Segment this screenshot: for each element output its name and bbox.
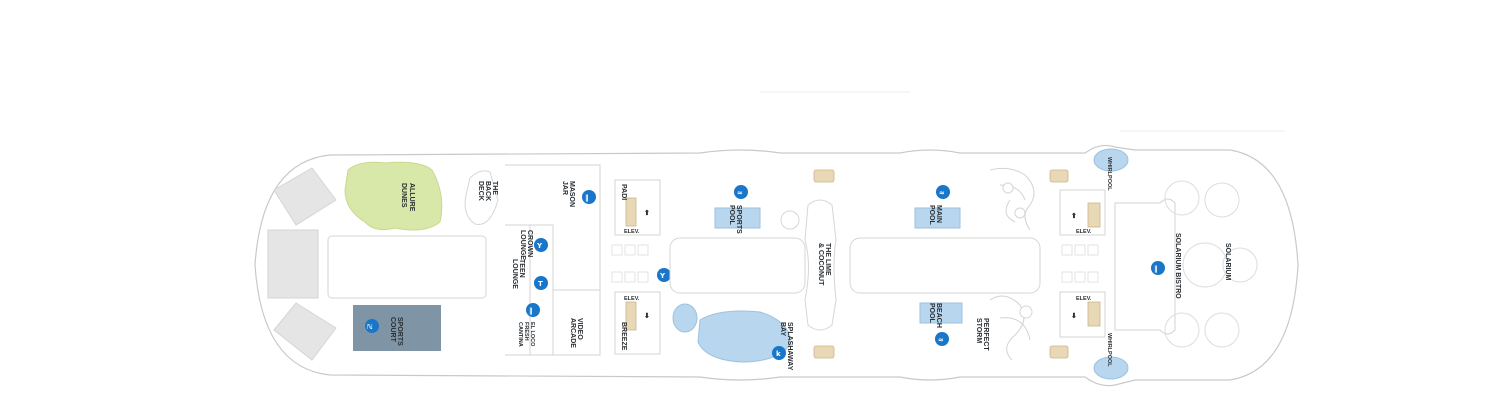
lounger: [813, 169, 835, 183]
breeze-label: BREEZE: [620, 322, 627, 351]
elev-label-aft-top: ELEV.: [624, 229, 640, 235]
kids-pool-small: [672, 303, 698, 333]
splashaway-bay-label: SPLASHAWAY BAY: [779, 322, 793, 372]
elevator-shaft: [1087, 202, 1101, 228]
svg-text:⬇: ⬇: [644, 312, 650, 320]
svg-text:ℕ: ℕ: [367, 323, 373, 331]
pool-icon-beach: [935, 332, 949, 346]
svg-text:‖: ‖: [529, 307, 533, 316]
lime-coconut-area: [804, 199, 837, 331]
beach-pool-label: BEACH POOL: [928, 303, 942, 330]
splashaway-bay-pool: [697, 310, 791, 363]
stairwell-fwd: [1061, 244, 1099, 283]
lounger: [1049, 169, 1069, 183]
svg-text:‖: ‖: [585, 194, 589, 203]
aft-lounge-mid: [267, 229, 319, 299]
slide-top: [1019, 305, 1033, 319]
slide-structure-top: [989, 167, 1035, 231]
atrium-opening-fwd: [849, 237, 1041, 294]
mason-jar-label: MASON JAR: [561, 181, 575, 209]
elevator-shaft: [1087, 301, 1101, 327]
perfect-storm-label: PERFECT STORM: [975, 318, 989, 353]
main-pool: [914, 207, 961, 229]
teen-icon: [534, 276, 548, 290]
video-arcade-label: VIDEO ARCADE: [569, 318, 583, 348]
el-loco-label: EL LOCO FRESH CANTINA: [517, 322, 535, 348]
atrium-opening-aft: [669, 237, 806, 294]
bar-icon-center: [657, 268, 671, 282]
pool-icon-sports: [734, 185, 748, 199]
elev-label-fwd-bottom: ELEV.: [1076, 296, 1092, 302]
whirlpool-top-label: WHIRLPOOL: [1106, 157, 1112, 191]
dining-icon-el-loco: [526, 303, 540, 317]
aft-void: [327, 235, 487, 299]
svg-text:≈: ≈: [737, 189, 743, 197]
aft-lounge-bottom: [273, 302, 337, 361]
crown-label: CROWN LOUNGE: [519, 230, 533, 260]
pool-icon-main: [936, 185, 950, 199]
dining-icon-solarium: [1151, 261, 1165, 275]
round-table: [780, 210, 800, 230]
solarium-label: SOLARIUM: [1224, 243, 1231, 281]
elevator-shaft: [625, 197, 637, 227]
svg-text:⬆: ⬆: [644, 209, 650, 217]
perfect-storm-slides: [989, 295, 1031, 361]
allure-dunes-label: ALLURE DUNES: [400, 183, 415, 213]
sports-pool-label: SPORTS POOL: [728, 205, 742, 236]
back-deck-area: [464, 170, 499, 225]
solarium-seating: [1164, 180, 1258, 348]
sports-court-label: SPORTS COURT: [389, 317, 403, 348]
sports-icon: [365, 319, 379, 333]
back-deck-label: THE BACK DECK: [477, 181, 498, 203]
svg-text:≈: ≈: [938, 336, 944, 344]
lounger: [1049, 345, 1069, 359]
svg-text:⬆: ⬆: [1071, 212, 1077, 220]
main-pool-label: MAIN POOL: [928, 205, 942, 226]
whirlpool-top-pool: [1093, 148, 1129, 172]
bar-icon-crown: [534, 238, 548, 252]
teen-lounge-label: TEEN LOUNGE: [511, 259, 525, 289]
svg-text:Y: Y: [536, 242, 543, 250]
elevator-shaft: [625, 301, 637, 331]
solarium-bistro-label: SOLARIUM BISTRO: [1174, 233, 1181, 299]
allure-dunes-green: [344, 161, 443, 231]
lounger: [813, 345, 835, 359]
slide-node: [1002, 182, 1014, 194]
beach-pool: [919, 302, 963, 324]
lime-coconut-label: THE LIME & COCONUT: [817, 243, 831, 286]
padi-label: PADI: [620, 184, 627, 200]
sports-pool: [714, 207, 761, 229]
stairwell-aft: [611, 244, 649, 283]
elev-label-aft-bottom: ELEV.: [624, 296, 640, 302]
elevator-bank-aft-top: [614, 179, 661, 236]
slide-node: [1014, 207, 1026, 219]
svg-text:k: k: [776, 350, 781, 358]
svg-text:‖: ‖: [1154, 265, 1158, 274]
elevator-bank-aft-bottom: [614, 291, 661, 355]
aft-building: [505, 164, 601, 356]
svg-text:≈: ≈: [939, 189, 945, 197]
aft-lounge-top: [273, 167, 337, 226]
whirlpool-bottom-label: WHIRLPOOL: [1106, 333, 1112, 367]
svg-text:⬇: ⬇: [1071, 312, 1077, 320]
elev-label-fwd-top: ELEV.: [1076, 229, 1092, 235]
svg-text:T: T: [538, 280, 543, 288]
whirlpool-bottom-pool: [1093, 356, 1129, 380]
solarium-outline: [1114, 198, 1176, 335]
dining-icon-mason-jar: [582, 190, 596, 204]
kids-icon: [772, 346, 786, 360]
svg-text:Y: Y: [659, 272, 666, 280]
